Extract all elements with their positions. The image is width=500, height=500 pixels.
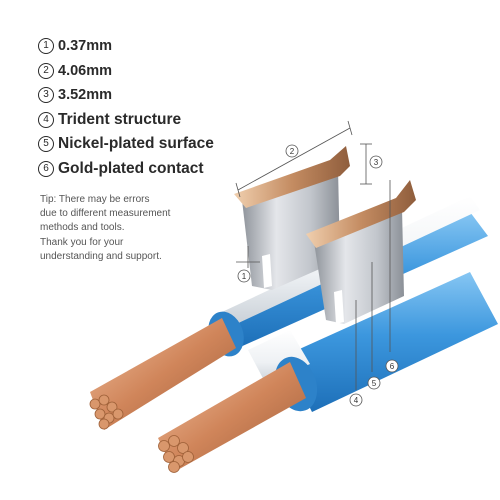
tip-line: due to different measurement	[40, 208, 171, 220]
callout-6-circle	[385, 359, 399, 373]
callout-4-label: 4	[354, 396, 359, 405]
callout-2-label: 2	[290, 147, 295, 156]
circled-number: 1	[38, 38, 54, 55]
front-cable-jacket	[284, 272, 498, 412]
circled-number: 5	[38, 136, 54, 153]
back-wire-strands	[90, 318, 236, 430]
tip-line: Tip: There may be errors	[40, 194, 150, 205]
callout-3-label: 3	[374, 158, 379, 167]
dimension-lines	[235, 120, 391, 390]
spec-text: Gold-plated contact	[58, 159, 204, 177]
tip-line: understanding and support.	[40, 250, 162, 262]
callout-5-label: 5	[372, 379, 377, 388]
spec-text: Nickel-plated surface	[58, 135, 214, 152]
tip-line: Thank you for your	[40, 236, 124, 248]
callout-1-circle	[237, 269, 251, 283]
tip-note: Tip: There may be errors due to differen…	[40, 193, 200, 264]
callout-3-circle	[369, 155, 383, 169]
circled-number: 4	[38, 111, 54, 128]
circled-number: 3	[38, 87, 54, 104]
back-terminal	[234, 146, 350, 290]
spec-text: 4.06mm	[58, 62, 113, 79]
callout-1-label: 1	[242, 272, 247, 281]
circled-number: 6	[38, 160, 54, 177]
circled-number: 2	[38, 62, 54, 79]
callout-5-circle	[367, 376, 381, 390]
spec-text: Trident structure	[58, 110, 182, 128]
callout-4-circle	[349, 393, 363, 407]
callout-markers	[237, 144, 399, 407]
spec-text: 3.52mm	[58, 87, 113, 103]
front-wire-strands	[158, 362, 306, 472]
tip-line: methods and tools.	[40, 222, 125, 234]
callout-2-circle	[285, 144, 299, 158]
front-terminal	[306, 180, 416, 324]
spec-text: 0.37mm	[58, 38, 113, 54]
callout-6-label: 6	[390, 362, 395, 371]
front-strand-ends	[158, 435, 194, 473]
back-strand-ends	[89, 394, 124, 430]
